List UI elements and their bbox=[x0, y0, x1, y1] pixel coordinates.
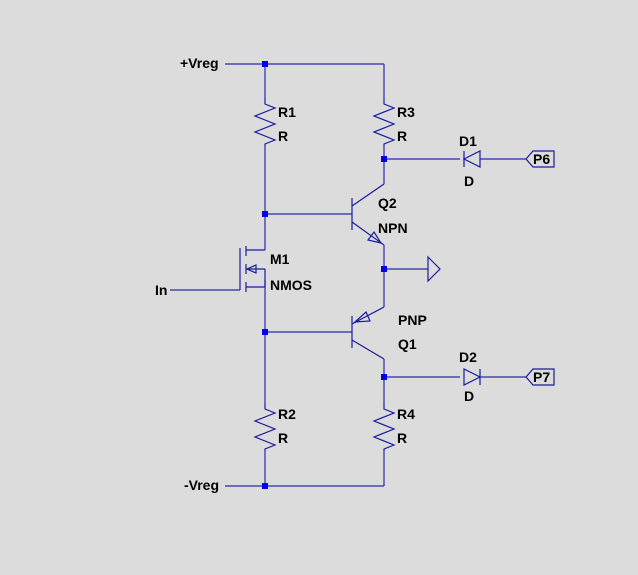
r3-value: R bbox=[397, 128, 407, 144]
junction bbox=[262, 61, 268, 67]
port-p6-label: P6 bbox=[533, 151, 550, 167]
r4-ref: R4 bbox=[397, 406, 415, 422]
q2-ref: Q2 bbox=[378, 195, 397, 211]
resistor-r2[interactable] bbox=[253, 403, 277, 451]
junction bbox=[381, 374, 387, 380]
net-label-input: In bbox=[155, 282, 167, 298]
q1-value: PNP bbox=[398, 312, 427, 328]
r4-value: R bbox=[397, 430, 407, 446]
junction bbox=[262, 211, 268, 217]
r1-value: R bbox=[278, 128, 288, 144]
q1-ref: Q1 bbox=[398, 336, 417, 352]
d2-value: D bbox=[464, 388, 474, 404]
r2-ref: R2 bbox=[278, 406, 296, 422]
resistor-r1[interactable] bbox=[253, 98, 277, 146]
ground-icon[interactable] bbox=[427, 255, 441, 283]
m1-ref: M1 bbox=[270, 251, 290, 267]
m1-value: NMOS bbox=[270, 277, 312, 293]
junctions bbox=[262, 61, 387, 489]
r2-value: R bbox=[278, 430, 288, 446]
port-p7[interactable] bbox=[525, 368, 555, 386]
junction bbox=[262, 483, 268, 489]
q2-value: NPN bbox=[378, 220, 408, 236]
r3-ref: R3 bbox=[397, 104, 415, 120]
d2-ref: D2 bbox=[459, 349, 477, 365]
net-label-vreg-pos: +Vreg bbox=[180, 55, 219, 71]
labels: +Vreg -Vreg In R1 R R3 R R2 R R4 R D1 D … bbox=[155, 55, 550, 493]
port-p6[interactable] bbox=[525, 150, 555, 168]
wires bbox=[170, 63, 526, 487]
junction bbox=[262, 329, 268, 335]
r1-ref: R1 bbox=[278, 104, 296, 120]
transistor-q2-npn[interactable] bbox=[351, 183, 385, 246]
junction bbox=[381, 156, 387, 162]
junction bbox=[381, 266, 387, 272]
d1-ref: D1 bbox=[459, 133, 477, 149]
resistor-r4[interactable] bbox=[372, 403, 396, 451]
d1-value: D bbox=[464, 173, 474, 189]
diode-d2[interactable] bbox=[463, 368, 482, 386]
mosfet-m1-nmos[interactable] bbox=[239, 246, 266, 292]
diode-d1[interactable] bbox=[462, 150, 481, 168]
net-label-vreg-neg: -Vreg bbox=[184, 477, 219, 493]
port-p7-label: P7 bbox=[533, 369, 550, 385]
transistor-q1-pnp[interactable] bbox=[351, 306, 385, 360]
resistor-r3[interactable] bbox=[372, 98, 396, 146]
